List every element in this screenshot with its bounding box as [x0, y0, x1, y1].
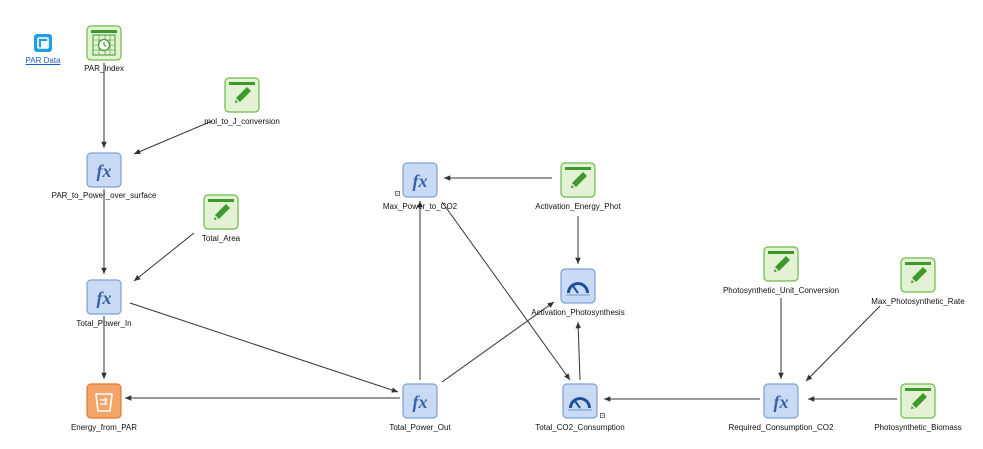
max-power-to-co2-label: Max_Power_to_CO2: [382, 202, 458, 211]
par-to-power-node[interactable]: fx: [86, 152, 122, 188]
arrow-consumption-to-activation[interactable]: [575, 321, 582, 381]
pencil-icon: [224, 77, 260, 113]
max-power-to-co2-node[interactable]: fx: [402, 162, 438, 198]
required-consumption-co2-node[interactable]: fx: [763, 383, 799, 419]
activation-energy-phot-label: Activation_Energy_Phot: [535, 202, 621, 211]
activation-energy-phot-node[interactable]: [560, 162, 596, 198]
pencil-icon: [763, 246, 799, 282]
activation-photosynthesis-label: Activation_Photosynthesis: [531, 308, 625, 317]
gauge-icon: [562, 383, 598, 419]
total-area-node[interactable]: [203, 194, 239, 230]
total-area-label: Total_Area: [201, 234, 241, 243]
function-icon: fx: [86, 152, 122, 188]
activation-photosynthesis-node[interactable]: [560, 268, 596, 304]
total-power-in-node[interactable]: fx: [86, 279, 122, 315]
expand-toggle-icon[interactable]: [600, 413, 605, 418]
total-co2-consumption-label: Total_CO2_Consumption: [535, 423, 625, 432]
function-icon: fx: [86, 279, 122, 315]
max-photosynthetic-rate-node[interactable]: [900, 257, 936, 293]
arrow-power-in-to-out[interactable]: [129, 302, 399, 393]
max-photosynthetic-rate-label: Max_Photosynthetic_Rate: [871, 297, 965, 306]
svg-text:fx: fx: [774, 392, 789, 412]
photosynthetic-biomass-label: Photosynthetic_Biomass: [874, 423, 962, 432]
gauge-icon: [560, 268, 596, 304]
stock-icon: [86, 383, 122, 419]
arrow-mol-to-j[interactable]: [133, 120, 213, 155]
arrow-max-rate-to-required[interactable]: [805, 305, 881, 382]
par-data-folder-icon[interactable]: [33, 33, 53, 53]
total-power-out-label: Total_Power_Out: [389, 423, 451, 432]
arrow-power-out-to-activation[interactable]: [441, 301, 555, 383]
mol-to-j-conversion-node[interactable]: [224, 77, 260, 113]
energy-from-par-label: Energy_from_PAR: [70, 423, 138, 432]
total-co2-consumption-node[interactable]: [562, 383, 598, 419]
pencil-icon: [900, 383, 936, 419]
arrow-total-area[interactable]: [133, 232, 195, 282]
required-consumption-co2-label: Required_Consumption_CO2: [728, 423, 834, 432]
energy-from-par-node[interactable]: [86, 383, 122, 419]
total-power-in-label: Total_Power_In: [76, 319, 132, 328]
expand-toggle-icon[interactable]: [395, 191, 400, 196]
function-icon: fx: [402, 162, 438, 198]
photosynthetic-unit-conversion-label: Photosynthetic_Unit_Conversion: [722, 286, 840, 295]
mol-to-j-conversion-label: mol_to_J_conversion: [204, 117, 280, 126]
par-data-link[interactable]: PAR Data: [25, 56, 61, 65]
arrow-max-power-to-consumption[interactable]: [441, 201, 571, 381]
svg-text:fx: fx: [97, 161, 112, 181]
photosynthetic-biomass-node[interactable]: [900, 383, 936, 419]
pencil-icon: [560, 162, 596, 198]
par-to-power-label: PAR_to_Power_over_surface: [51, 191, 157, 200]
connection-arrows: [101, 63, 897, 402]
par-index-node[interactable]: [86, 25, 122, 61]
svg-text:fx: fx: [97, 288, 112, 308]
pencil-icon: [900, 257, 936, 293]
svg-text:fx: fx: [413, 171, 428, 191]
total-power-out-node[interactable]: fx: [402, 383, 438, 419]
par-index-label: PAR_Index: [84, 64, 124, 73]
function-icon: fx: [763, 383, 799, 419]
function-icon: fx: [402, 383, 438, 419]
pencil-icon: [203, 194, 239, 230]
timeseries-icon: [86, 25, 122, 61]
svg-text:fx: fx: [413, 392, 428, 412]
photosynthetic-unit-conversion-node[interactable]: [763, 246, 799, 282]
